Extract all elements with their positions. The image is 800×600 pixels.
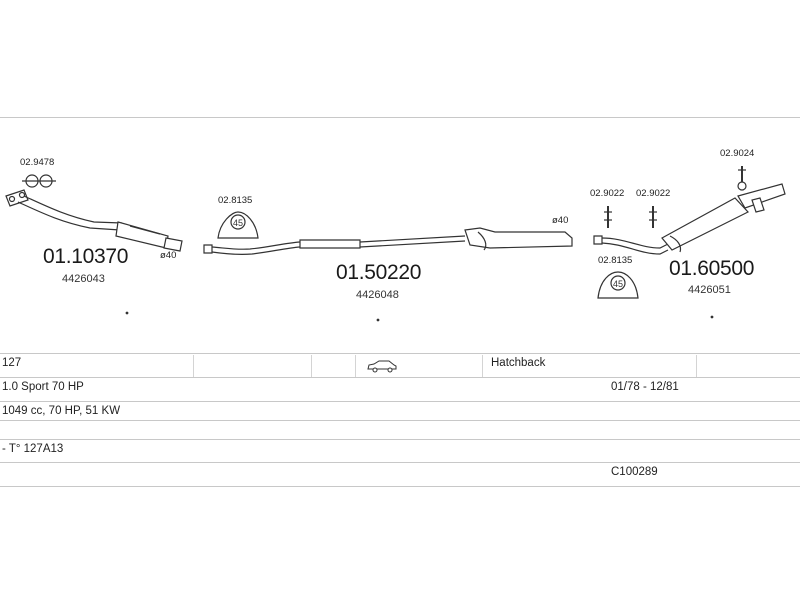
middle-pipe-ref: 4426048 [356, 289, 399, 301]
rear-silencer-ref: 4426051 [688, 284, 731, 296]
clamp-1-label: 02.9022 [590, 188, 625, 199]
table-divider [355, 355, 356, 377]
rear-mount-icon [597, 271, 639, 299]
mount-rear-number: 45 [613, 279, 623, 289]
body-type-cell: Hatchback [491, 357, 546, 369]
top-rule [0, 117, 800, 118]
table-divider [193, 355, 194, 377]
table-rule [0, 401, 800, 402]
front-diameter-label: ø40 [160, 250, 177, 261]
middle-diameter-label: ø40 [552, 215, 569, 226]
table-rule [0, 377, 800, 378]
middle-pipe-icon [203, 227, 573, 255]
front-pipe-ref: 4426043 [62, 273, 105, 285]
rear-pipe-icon [593, 183, 786, 255]
model-cell: 127 [2, 357, 22, 369]
engine-spec-cell: 1049 cc, 70 HP, 51 KW [2, 405, 121, 417]
table-rule [0, 439, 800, 440]
gasket-label: 02.9478 [20, 157, 55, 168]
clamp-2-label: 02.9022 [636, 188, 671, 199]
table-rule [0, 486, 800, 487]
engine-code-cell: - T° 127A13 [2, 443, 64, 455]
catalog-code-cell: C100289 [611, 466, 658, 478]
clamp-1-icon [604, 206, 612, 228]
gasket-icon [22, 174, 56, 188]
hanger-icon [737, 166, 747, 191]
front-pipe-code: 01.10370 [43, 245, 129, 268]
table-rule [0, 462, 800, 463]
front-flange-icon [5, 189, 29, 207]
table-rule [0, 353, 800, 354]
mount-rear-label: 02.8135 [598, 255, 633, 266]
middle-mount-icon [217, 211, 259, 239]
mount-middle-number: 45 [233, 218, 243, 228]
mount-middle-label: 02.8135 [218, 195, 253, 206]
hanger-label: 02.9024 [720, 148, 755, 159]
middle-pipe-code: 01.50220 [336, 261, 422, 284]
table-rule [0, 420, 800, 421]
exhaust-diagram: 45 45 [5, 166, 786, 322]
version-cell: 1.0 Sport 70 HP [2, 381, 84, 393]
front-pipe-icon [17, 195, 183, 252]
car-icon [367, 360, 397, 373]
table-divider [311, 355, 312, 377]
table-divider [482, 355, 483, 377]
years-cell: 01/78 - 12/81 [611, 381, 679, 393]
rear-silencer-code: 01.60500 [669, 257, 755, 280]
table-divider [696, 355, 697, 377]
clamp-2-icon [649, 206, 657, 228]
